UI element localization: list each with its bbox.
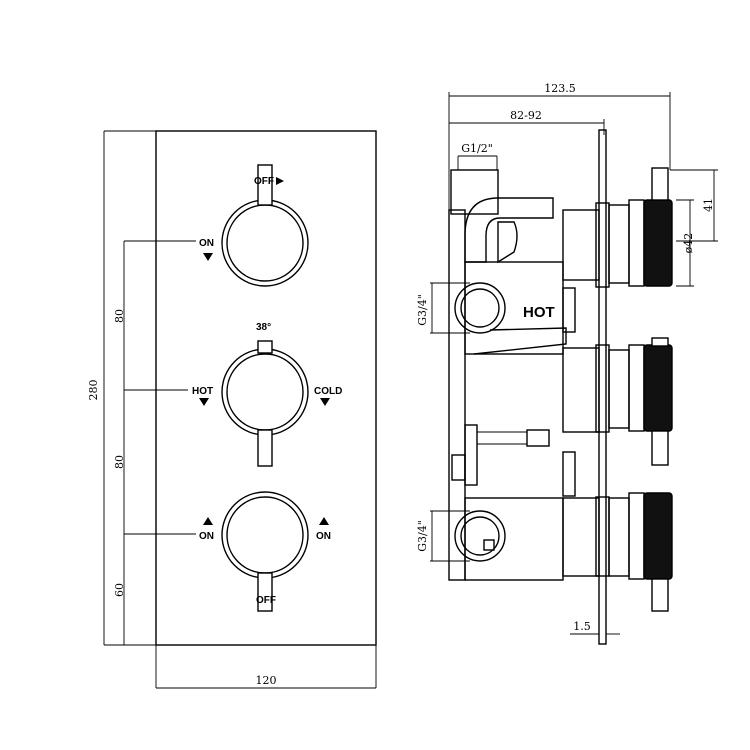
cold-port [454, 510, 506, 562]
svg-text:1.5: 1.5 [573, 620, 591, 633]
svg-text:41: 41 [702, 198, 715, 212]
dim-inlet-side: G3/4" G3/4" [416, 282, 470, 562]
svg-text:82-92: 82-92 [510, 109, 542, 122]
side-handle-top [608, 167, 673, 287]
side-handle-middle [608, 337, 673, 466]
label-off-bottom: OFF [256, 595, 276, 606]
arrow-right-icon [276, 177, 284, 185]
arrow-down-icon [199, 398, 209, 406]
hot-port: HOT [454, 282, 555, 334]
top-handle [221, 164, 309, 287]
svg-text:G1/2": G1/2" [461, 142, 493, 155]
dim-depth: 82-92 [449, 109, 605, 135]
dim-width: 120 [155, 645, 377, 689]
svg-text:80: 80 [113, 455, 126, 469]
svg-text:120: 120 [256, 674, 277, 687]
label-on-right-bottom: ON [316, 531, 331, 542]
svg-text:280: 280 [87, 380, 100, 401]
arrow-up-icon [319, 517, 329, 525]
label-hot: HOT [192, 386, 213, 397]
dim-handle: 41 ø42 [670, 169, 718, 287]
arrow-down-icon [320, 398, 330, 406]
svg-text:80: 80 [113, 309, 126, 323]
knurled-grip [643, 199, 673, 287]
middle-handle [221, 340, 309, 467]
svg-text:HOT: HOT [523, 304, 555, 321]
dim-inlet-top: G1/2" [457, 142, 498, 170]
label-cold: COLD [314, 386, 342, 397]
valve-body [448, 169, 600, 581]
svg-text:60: 60 [113, 583, 126, 597]
dim-height: 280 [87, 130, 156, 646]
svg-text:ø42: ø42 [682, 233, 695, 254]
knurled-grip [643, 344, 673, 432]
svg-text:123.5: 123.5 [544, 82, 576, 95]
knurled-grip [643, 492, 673, 580]
label-on-left-top: ON [199, 238, 214, 249]
arrow-up-icon [203, 517, 213, 525]
wall-plate [598, 129, 607, 645]
faceplate [155, 130, 377, 646]
bottom-handle [221, 491, 309, 612]
svg-text:G3/4": G3/4" [416, 520, 429, 552]
dim-plate: 1.5 [570, 620, 620, 635]
side-handle-bottom [608, 492, 673, 612]
label-temp: 38° [256, 322, 271, 333]
dim-overall: 123.5 [448, 82, 671, 210]
side-view: 123.5 82-92 G1/2" [416, 82, 718, 645]
label-on-left-bottom: ON [199, 531, 214, 542]
svg-text:G3/4": G3/4" [416, 294, 429, 326]
dim-spacing: 80 80 60 [113, 240, 196, 645]
arrow-down-icon [203, 253, 213, 261]
label-off-top: OFF [254, 176, 274, 187]
front-view: OFF ON 38° HOT COLD ON ON OFF 280 80 80 [87, 130, 377, 689]
